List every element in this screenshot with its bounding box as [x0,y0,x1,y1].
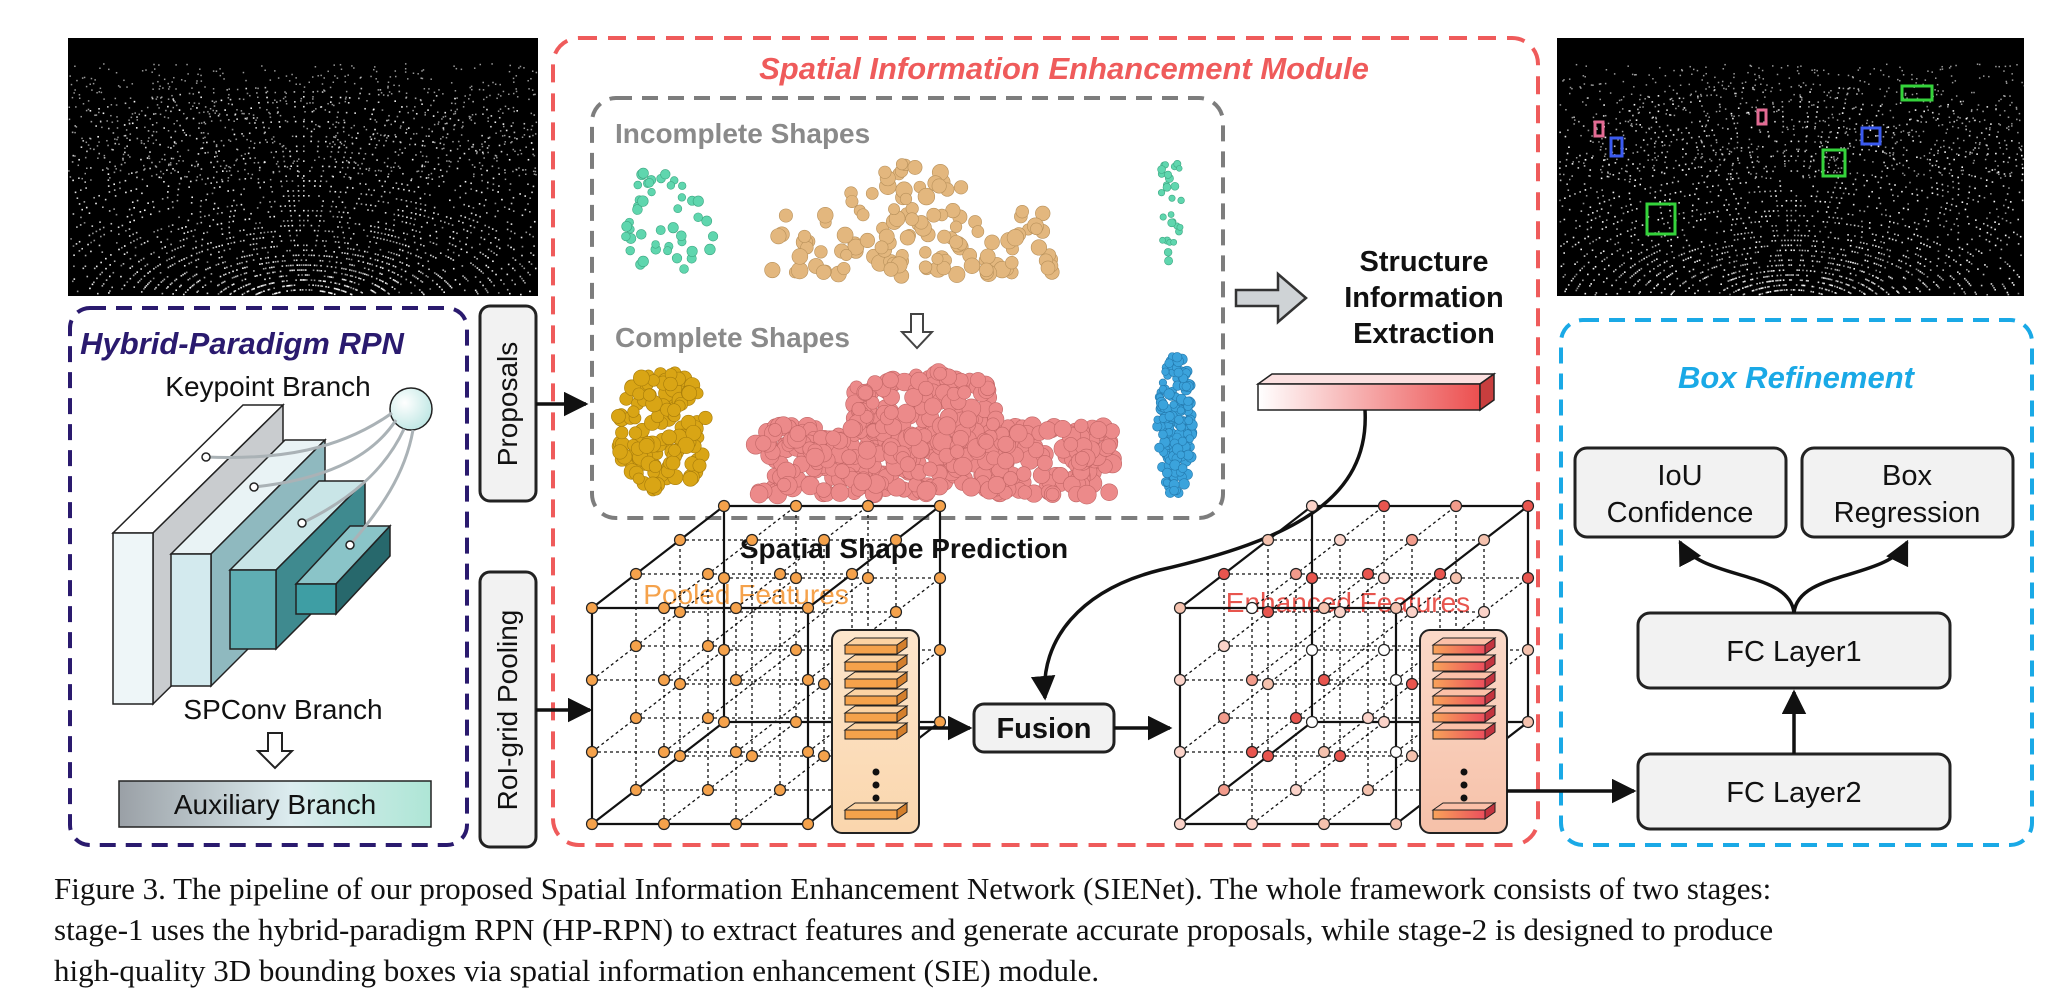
fc-layer2-label: FC Layer2 [1726,777,1861,809]
iou-confidence-node [1573,446,1788,539]
caption-line2: stage-1 uses the hybrid-paradigm RPN (HP… [54,912,1774,947]
enhanced-feature-stack [1419,629,1508,834]
detected-car-box [1900,84,1934,102]
detected-pedestrian-box [1756,108,1768,126]
point-cloud-shapes [611,158,1198,505]
fusion-node: Fusion [972,702,1116,754]
sie-module: Spatial Information Enhancement Module I… [551,36,1540,847]
hp-rpn-module: Hybrid-Paradigm RPN Keypoint Branch [68,306,469,847]
detected-car-box [1821,148,1847,178]
keypoint-sphere [389,387,433,431]
pooled-features-label: Pooled Features [643,579,848,610]
keypoint-branch-label: Keypoint Branch [165,371,370,402]
pooled-feature-stack [831,629,920,834]
proposals-label: Proposals [492,342,523,467]
proposals-tag: Proposals [478,304,538,503]
hp-rpn-title: Hybrid-Paradigm RPN [80,326,404,361]
box-refinement-title: Box Refinement [1678,360,1916,395]
structure-line2: Information [1344,282,1504,314]
lidar-output-image [1557,38,2026,296]
fc-layer1-label: FC Layer1 [1726,636,1861,668]
caption-line3: high-quality 3D bounding boxes via spati… [54,953,1100,988]
lidar-input-image [68,38,538,296]
structure-feature-bar [1255,372,1497,412]
caption-line1: Figure 3. The pipeline of our proposed S… [54,871,1772,906]
box-line1: Box [1882,460,1932,492]
gray-right-arrow [1234,271,1308,325]
fc1-to-box-arrow [1792,539,1909,614]
iou-line2: Confidence [1607,497,1754,529]
detected-car-box [1645,202,1677,236]
structure-line3: Extraction [1353,318,1495,350]
lidar-points-left [68,63,538,296]
backbone-blocks [111,403,392,706]
iou-line1: IoU [1657,460,1702,492]
auxiliary-branch-label: Auxiliary Branch [174,789,376,820]
structure-to-fusion-arrow [1030,409,1367,701]
detected-boxes [1593,84,1934,236]
incomplete-shapes-label: Incomplete Shapes [615,118,870,149]
fusion-label: Fusion [996,713,1091,745]
structure-line1: Structure [1360,246,1489,278]
box-regression-node [1800,446,2015,539]
down-hollow-arrow [255,732,295,770]
keypoint-links [205,411,415,546]
shape-prediction-label: Spatial Shape Prediction [740,533,1068,564]
roi-pooling-label: RoI-grid Pooling [492,610,523,811]
box-refinement-module: Box Refinement IoU Confidence Box Regres… [1559,318,2034,847]
shape-prediction-box [590,96,1225,520]
sie-module-title: Spatial Information Enhancement Module [759,51,1369,86]
spconv-branch-label: SPConv Branch [183,694,382,725]
fc1-to-iou-arrow [1678,539,1796,614]
complete-down-arrow [899,313,935,350]
roi-pooling-tag: RoI-grid Pooling [478,570,538,849]
pipeline-diagram: Hybrid-Paradigm RPN Keypoint Branch [68,36,2034,849]
detected-cyclist-box [1860,126,1882,146]
detected-pedestrian-box [1593,120,1605,138]
auxiliary-branch-box [118,780,432,828]
detected-cyclist-box [1609,136,1624,158]
complete-shapes-label: Complete Shapes [615,322,850,353]
box-line2: Regression [1834,497,1981,529]
ellipsis-dots [1460,768,1468,802]
keypoint-nodes [201,452,355,550]
figure-caption: Figure 3. The pipeline of our proposed S… [54,868,2034,991]
ellipsis-dots [872,768,880,802]
